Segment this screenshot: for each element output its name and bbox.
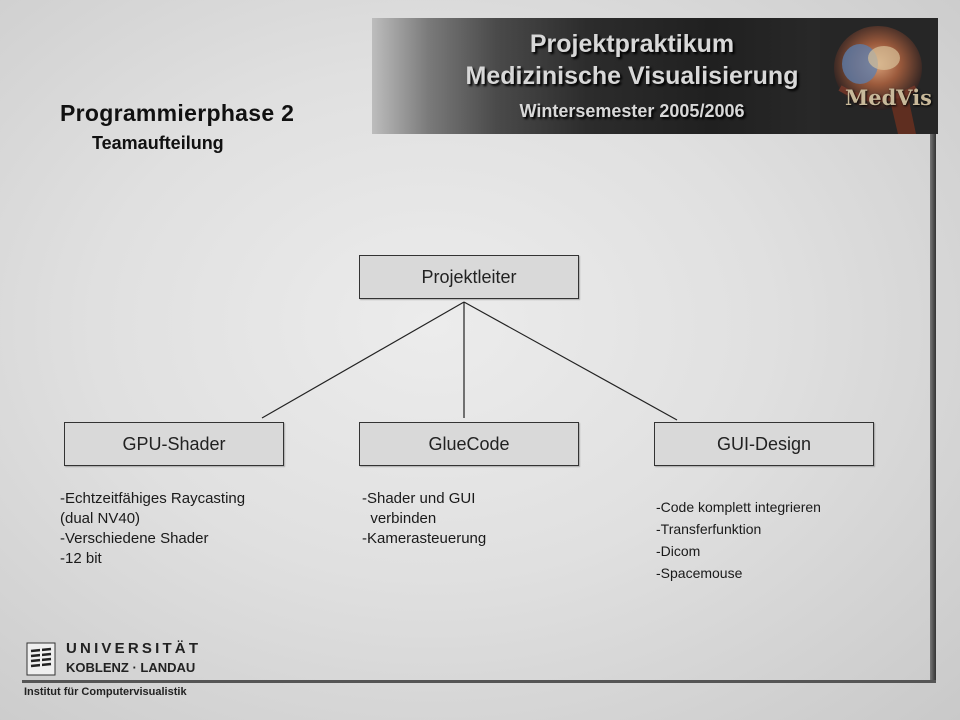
header-banner: Projektpraktikum Medizinische Visualisie… [372,18,938,134]
gpu-shader-tasks: -Echtzeitfähiges Raycasting (dual NV40) … [60,489,245,569]
org-node-gluecode: GlueCode [359,422,579,466]
right-edge-bar [930,134,936,682]
page-subtitle: Teamaufteilung [92,133,224,153]
banner-course-subtitle: Medizinische Visualisierung [465,62,799,90]
task-item: -Transferfunktion [656,521,762,537]
task-item: (dual NV40) [60,510,141,527]
org-node-gpu-shader: GPU-Shader [64,422,284,466]
banner-text: Projektpraktikum Medizinische Visualisie… [412,28,852,126]
task-item: -Code komplett integrieren [656,499,821,515]
brain-scan-icon [820,18,938,134]
university-emblem-icon [26,642,56,676]
task-item: verbinden [362,510,437,527]
task-item: -Kamerasteuerung [362,530,487,547]
gui-design-tasks: -Code komplett integrieren -Transferfunk… [656,496,821,584]
task-item: -Dicom [656,543,701,559]
task-item: -Shader und GUI [362,490,476,507]
task-item: -Verschiedene Shader [60,530,209,547]
task-item: -12 bit [60,550,102,567]
task-item: -Echtzeitfähiges Raycasting [60,490,246,507]
footer-divider [22,680,936,683]
banner-semester: Wintersemester 2005/2006 [519,101,745,121]
task-item: -Spacemouse [656,565,743,581]
banner-course-title: Projektpraktikum [529,30,735,58]
institute-name: Institut für Computervisualistik [24,686,187,698]
org-node-root: Projektleiter [359,255,579,299]
university-name: UNIVERSITÄT [66,640,202,657]
medvis-logo: MedVis [820,18,938,134]
university-campus: KOBLENZ · LANDAU [66,660,196,675]
org-node-gui-design: GUI-Design [654,422,874,466]
connector-left [261,301,465,419]
medvis-wordmark: MedVis [844,85,932,110]
page-title: Programmierphase 2 [60,100,295,126]
gluecode-tasks: -Shader und GUI verbinden -Kamerasteueru… [362,489,486,549]
connector-right [463,301,678,421]
